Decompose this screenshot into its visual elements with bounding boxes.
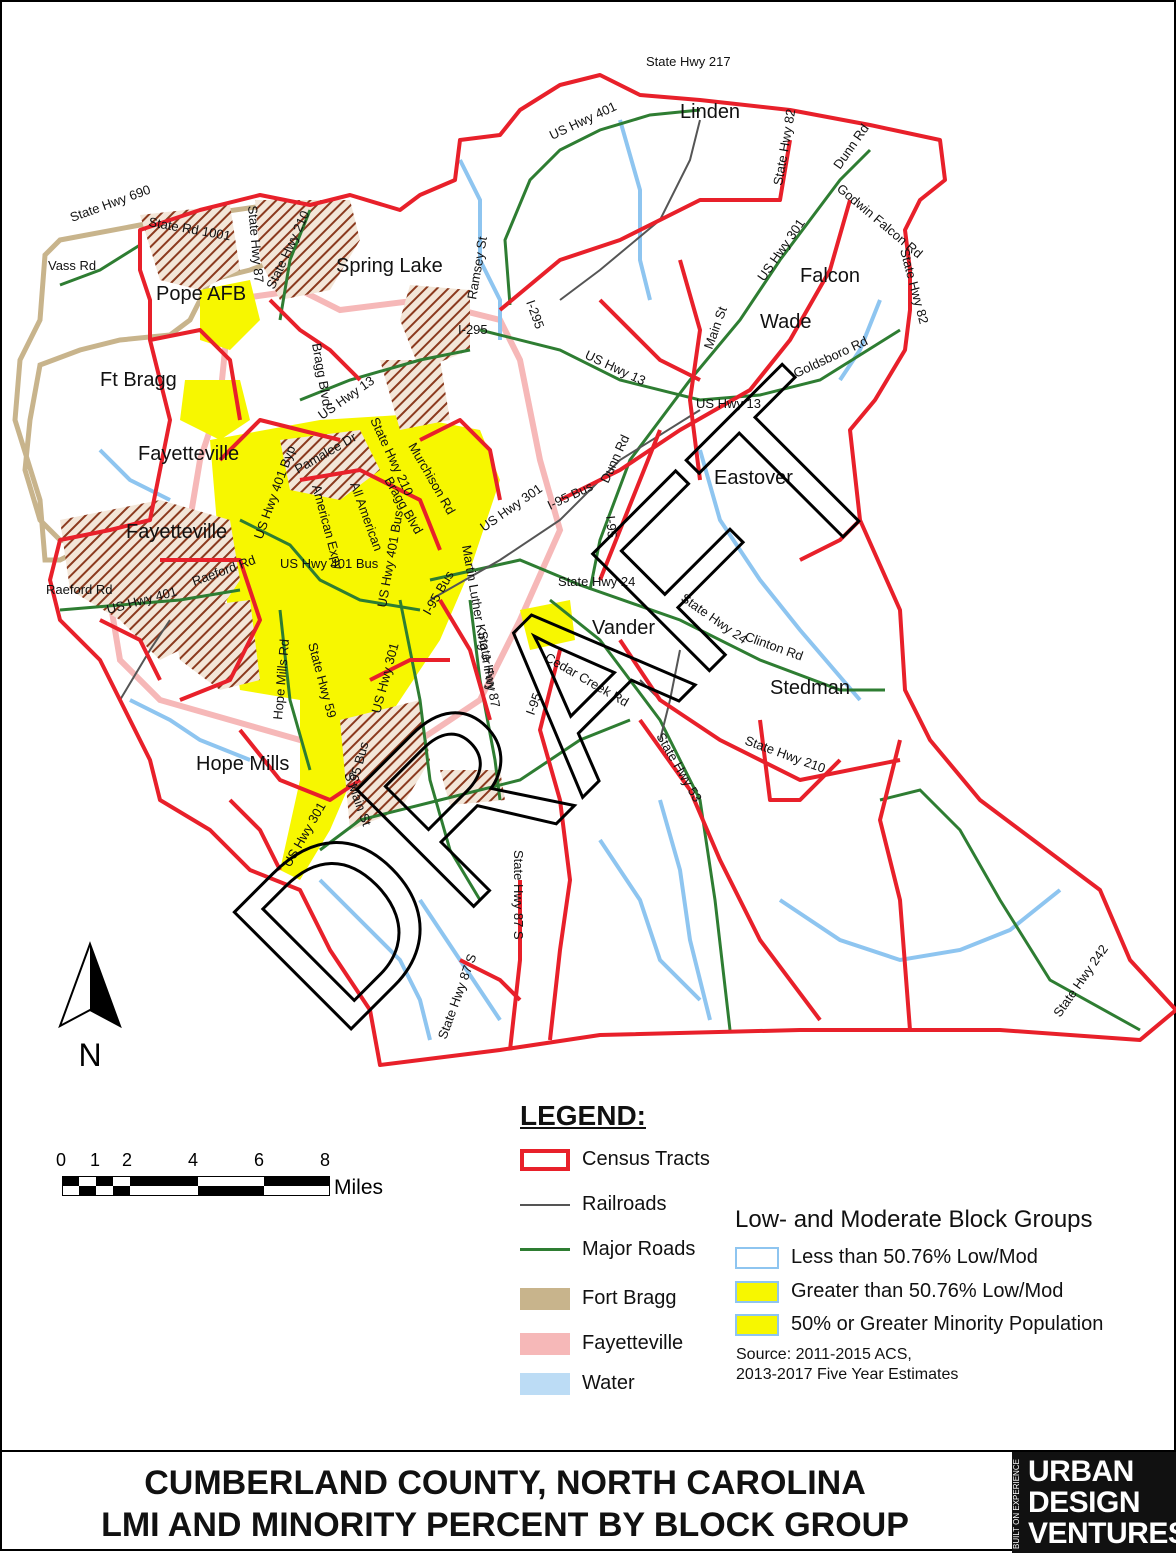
minority-areas: [60, 200, 505, 830]
legend-label: Census Tracts: [582, 1148, 710, 1170]
place-label: Stedman: [770, 677, 850, 699]
lowmod-less-swatch: [735, 1246, 779, 1269]
road-label: US Hwy 13: [696, 396, 761, 411]
place-label: Fayetteville: [138, 443, 239, 465]
logo-line: DESIGN: [1028, 1486, 1141, 1519]
water-features: [98, 119, 1062, 1041]
north-label: N: [78, 1037, 101, 1073]
major-roads: [59, 108, 1141, 1032]
census-tracts: [48, 73, 1176, 1067]
place-labels: Linden Spring Lake Pope AFB Ft Bragg Fay…: [100, 101, 860, 775]
minority-swatch: [735, 1313, 779, 1336]
place-label: Fayetteville: [126, 521, 227, 543]
fort-bragg-swatch: [520, 1287, 570, 1310]
road-label: I-295: [458, 322, 488, 337]
scale-tick: 2: [122, 1150, 133, 1170]
road-label: State Hwy 24: [558, 574, 635, 589]
road-label: US Hwy 401: [547, 99, 619, 143]
scale-tick: 0: [56, 1150, 67, 1170]
logo-line: URBAN: [1028, 1455, 1134, 1488]
lowmod-legend-label: 50% or Greater Minority Population: [791, 1313, 1104, 1335]
fayetteville-swatch: [520, 1332, 570, 1355]
road-label: Vass Rd: [48, 258, 96, 273]
place-label: Wade: [760, 311, 812, 333]
scale-tick: 8: [320, 1150, 331, 1170]
road-label: Ramsey St: [464, 235, 490, 301]
road-label: Main St: [701, 304, 730, 351]
legend-label: Major Roads: [582, 1238, 696, 1260]
lowmod-greater-swatch: [735, 1280, 779, 1303]
lowmod-legend-label: Less than 50.76% Low/Mod: [791, 1246, 1038, 1268]
logo-tagline: BUILT ON EXPERIENCE: [1012, 1459, 1021, 1549]
place-label: Ft Bragg: [100, 369, 177, 391]
road-label: State Hwy 87 S: [511, 850, 526, 940]
place-label: Pope AFB: [156, 283, 246, 305]
source-line: Source: 2011-2015 ACS,: [736, 1346, 912, 1363]
north-arrow-icon: N: [58, 941, 122, 1073]
legend-fayetteville: Fayetteville: [520, 1332, 683, 1355]
road-label: State Hwy 217: [646, 54, 731, 69]
legend-label: Fort Bragg: [582, 1287, 677, 1309]
place-label: Falcon: [800, 265, 860, 287]
road-label: State Hwy 690: [68, 182, 153, 225]
map-title-line-2: LMI AND MINORITY PERCENT BY BLOCK GROUP: [101, 1506, 909, 1544]
source-note: Source: 2011-2015 ACS, 2013-2017 Five Ye…: [736, 1345, 958, 1385]
source-line: 2013-2017 Five Year Estimates: [736, 1366, 959, 1383]
legend-label: Railroads: [582, 1193, 667, 1215]
lowmod-legend-minority: 50% or Greater Minority Population: [735, 1313, 1103, 1336]
legend-water: Water: [520, 1372, 635, 1395]
road-label: State Hwy 82: [770, 108, 798, 187]
lowmod-legend-greater: Greater than 50.76% Low/Mod: [735, 1280, 1063, 1303]
lowmod-legend-less: Less than 50.76% Low/Mod: [735, 1246, 1038, 1269]
place-label: Vander: [592, 617, 655, 639]
lowmod-legend-label: Greater than 50.76% Low/Mod: [791, 1280, 1064, 1302]
road-label: I-295: [523, 298, 547, 331]
road-label: I-95: [603, 515, 620, 539]
urban-design-ventures-logo: [1012, 1452, 1176, 1553]
place-label: Hope Mills: [196, 753, 289, 775]
legend-label: Water: [582, 1372, 635, 1394]
water-swatch: [520, 1372, 570, 1395]
road-label: Hope Mills Rd: [270, 638, 292, 720]
legend-title: LEGEND:: [520, 1100, 646, 1131]
scale-tick: 6: [254, 1150, 265, 1170]
place-label: Linden: [680, 101, 740, 123]
legend-label: Fayetteville: [582, 1332, 684, 1354]
scale-unit: Miles: [334, 1176, 384, 1199]
scale-tick: 4: [188, 1150, 199, 1170]
road-label: State Hwy 82: [897, 247, 932, 326]
scale-tick: 1: [90, 1150, 101, 1170]
place-label: Eastover: [714, 467, 793, 489]
lowmod-areas: [180, 280, 575, 880]
legend-major-roads: Major Roads: [520, 1238, 695, 1261]
title-bar: CUMBERLAND COUNTY, NORTH CAROLINA LMI AN…: [0, 1450, 1176, 1553]
census-tract-swatch: [520, 1148, 570, 1171]
county-map: Linden Spring Lake Pope AFB Ft Bragg Fay…: [12, 54, 1176, 1080]
road-label: State Hwy 210: [743, 733, 828, 776]
legend-fort-bragg: Fort Bragg: [520, 1287, 676, 1310]
north-arrow: N: [52, 940, 128, 1074]
legend-census-tracts: Census Tracts: [520, 1148, 710, 1171]
logo-wordmark: URBAN DESIGN VENTURES: [1028, 1456, 1176, 1549]
road-label: Raeford Rd: [46, 582, 112, 597]
scale-bar: [62, 1176, 330, 1196]
logo-line: VENTURES: [1028, 1517, 1176, 1550]
scale-labels: 0 1 2 4 6 8: [52, 1150, 352, 1174]
lowmod-legend-title: Low- and Moderate Block Groups: [735, 1206, 1093, 1233]
legend-railroads: Railroads: [520, 1193, 666, 1216]
road-label: I-95: [523, 691, 545, 717]
railroad-swatch: [520, 1203, 570, 1206]
road-label: US Hwy 401 Bus: [280, 556, 379, 571]
major-road-swatch: [520, 1248, 570, 1251]
road-label: Dunn Rd: [830, 121, 872, 172]
road-label: State Hwy 87: [245, 205, 267, 283]
place-label: Spring Lake: [336, 255, 443, 277]
map-title-line-1: CUMBERLAND COUNTY, NORTH CAROLINA: [144, 1464, 866, 1502]
